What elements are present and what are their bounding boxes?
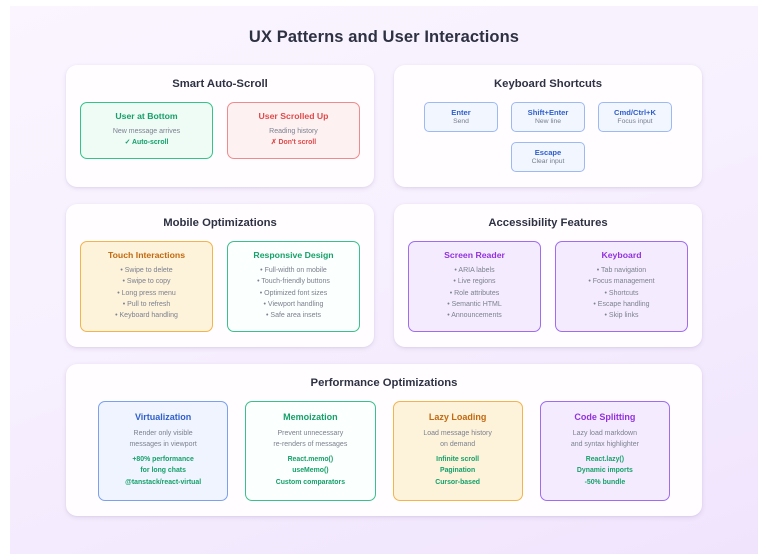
panel-row-1: Smart Auto-Scroll User at Bottom New mes…	[26, 65, 742, 187]
card-title: Responsive Design	[253, 250, 334, 260]
card-accent: -50% bundle	[584, 478, 626, 486]
card-title: Virtualization	[134, 411, 192, 422]
card-accent: ✗ Don't scroll	[270, 139, 317, 147]
card-accent: Pagination	[440, 467, 476, 475]
card-line: • Semantic HTML	[447, 300, 502, 308]
card-line: • Safe area insets	[266, 312, 321, 320]
key-label: Enter	[451, 108, 471, 117]
card-line: • Viewport handling	[263, 300, 324, 308]
panel-smart-auto-scroll: Smart Auto-Scroll User at Bottom New mes…	[66, 65, 374, 187]
card-accent: @tanstack/react-virtual	[125, 478, 202, 486]
card-line: messages in viewport	[129, 440, 197, 448]
card-line: New message arrives	[112, 128, 181, 135]
card-touch-interactions[interactable]: Touch Interactions • Swipe to delete • S…	[80, 241, 213, 332]
card-title: Lazy Loading	[428, 411, 487, 422]
card-accent: Infinite scroll	[436, 456, 480, 464]
card-accent: +80% performance	[132, 456, 194, 464]
panel-performance-optimizations: Performance Optimizations Virtualization…	[66, 363, 702, 516]
card-line: • Keyboard handling	[115, 312, 178, 320]
card-accent: useMemo()	[292, 467, 329, 475]
key-label: Cmd/Ctrl+K	[614, 108, 656, 117]
card-line: Load message history	[423, 429, 492, 437]
key-label: Shift+Enter	[527, 108, 569, 117]
key-cmd-ctrl-k[interactable]: Cmd/Ctrl+K Focus input	[598, 102, 672, 132]
card-title: Screen Reader	[444, 250, 505, 260]
card-line: • Pull to refresh	[122, 300, 171, 308]
card-line: • Role attributes	[449, 289, 500, 297]
key-desc: Focus input	[617, 118, 653, 125]
panel-mobile-optimizations: Mobile Optimizations Touch Interactions …	[66, 204, 374, 347]
panel-title: Keyboard Shortcuts	[494, 78, 602, 90]
card-line: • Shortcuts	[604, 289, 639, 297]
page-title: UX Patterns and User Interactions	[248, 28, 520, 46]
card-accent: Custom comparators	[275, 478, 346, 486]
card-line: Render only visible	[133, 429, 193, 437]
card-title: Keyboard	[601, 250, 642, 260]
card-title: Code Splitting	[574, 411, 636, 422]
key-desc: New line	[534, 118, 562, 125]
card-user-at-bottom[interactable]: User at Bottom New message arrives ✓ Aut…	[80, 102, 213, 159]
card-user-scrolled-up[interactable]: User Scrolled Up Reading history ✗ Don't…	[227, 102, 360, 159]
panel-row-2: Mobile Optimizations Touch Interactions …	[26, 204, 742, 347]
panel-accessibility-features: Accessibility Features Screen Reader • A…	[394, 204, 702, 347]
card-screen-reader[interactable]: Screen Reader • ARIA labels • Live regio…	[408, 241, 541, 332]
panel-title: Accessibility Features	[488, 217, 608, 229]
card-virtualization[interactable]: Virtualization Render only visible messa…	[98, 400, 229, 501]
card-line: on demand	[440, 440, 476, 448]
card-group: Touch Interactions • Swipe to delete • S…	[80, 241, 360, 332]
card-line: • ARIA labels	[454, 267, 495, 274]
card-line: Lazy load markdown	[572, 429, 637, 437]
card-line: • Full-width on mobile	[260, 267, 327, 274]
card-line: • Swipe to copy	[122, 278, 171, 286]
card-title: User Scrolled Up	[258, 111, 329, 121]
key-escape[interactable]: Escape Clear input	[511, 142, 585, 172]
card-line: • Touch-friendly buttons	[257, 278, 330, 286]
card-keyboard[interactable]: Keyboard • Tab navigation • Focus manage…	[555, 241, 688, 332]
card-group: Screen Reader • ARIA labels • Live regio…	[408, 241, 688, 332]
card-accent: Cursor-based	[435, 478, 481, 486]
card-accent: React.lazy()	[585, 456, 625, 464]
panel-title: Mobile Optimizations	[163, 217, 277, 229]
card-line: • Skip links	[604, 312, 639, 320]
card-group: User at Bottom New message arrives ✓ Aut…	[80, 102, 360, 159]
card-lazy-loading[interactable]: Lazy Loading Load message history on dem…	[392, 400, 523, 501]
card-accent: Dynamic imports	[576, 467, 633, 475]
key-enter[interactable]: Enter Send	[424, 102, 498, 132]
card-memoization[interactable]: Memoization Prevent unnecessary re-rende…	[245, 400, 376, 501]
card-line: Reading history	[269, 128, 318, 135]
card-line: • Live regions	[453, 278, 496, 286]
card-line: re-renders of messages	[273, 440, 348, 448]
card-line: and syntax highlighter	[570, 440, 639, 448]
card-accent: ✓ Auto-scroll	[124, 139, 169, 147]
key-shift-enter[interactable]: Shift+Enter New line	[511, 102, 585, 132]
card-accent: React.memo()	[287, 456, 334, 464]
key-desc: Send	[453, 118, 469, 125]
card-title: Memoization	[283, 411, 338, 422]
card-code-splitting[interactable]: Code Splitting Lazy load markdown and sy…	[539, 400, 670, 501]
card-line: • Tab navigation	[596, 267, 647, 274]
key-label: Escape	[534, 148, 562, 157]
card-title: Touch Interactions	[107, 250, 186, 260]
panel-row-3: Performance Optimizations Virtualization…	[26, 363, 742, 516]
panel-keyboard-shortcuts: Keyboard Shortcuts Enter Send Shift+Ente…	[394, 65, 702, 187]
panel-title: Smart Auto-Scroll	[172, 78, 268, 90]
card-line: Prevent unnecessary	[277, 429, 344, 437]
card-line: • Escape handling	[593, 300, 650, 308]
card-title: User at Bottom	[115, 111, 178, 121]
card-responsive-design[interactable]: Responsive Design • Full-width on mobile…	[227, 241, 360, 332]
card-accent: for long chats	[140, 467, 186, 475]
card-line: • Focus management	[588, 278, 655, 286]
keys-group: Enter Send Shift+Enter New line Cmd/Ctrl…	[408, 102, 688, 172]
card-line: • Long press menu	[117, 289, 176, 297]
card-line: • Announcements	[447, 312, 502, 320]
key-desc: Clear input	[531, 158, 565, 165]
page-canvas: UX Patterns and User Interactions Smart …	[10, 6, 758, 554]
card-line: • Optimized font sizes	[259, 289, 328, 297]
card-group: Virtualization Render only visible messa…	[80, 400, 688, 501]
card-line: • Swipe to delete	[120, 267, 173, 274]
panel-title: Performance Optimizations	[310, 376, 458, 389]
